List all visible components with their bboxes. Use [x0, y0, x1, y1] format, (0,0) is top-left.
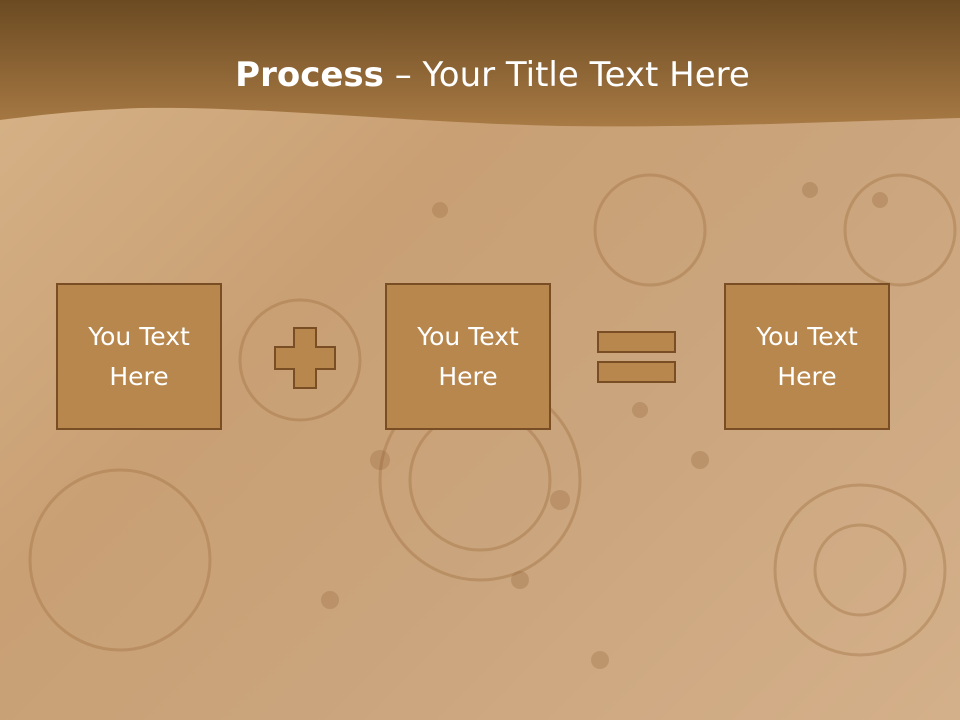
- box-1-line-2: Here: [109, 361, 169, 391]
- box-1-line-1: You Text: [88, 321, 190, 351]
- plus-icon: [274, 327, 336, 389]
- title-separator: –: [383, 55, 423, 95]
- title-text: Your Title Text Here: [422, 55, 750, 95]
- title-bold-part: Process: [235, 55, 384, 95]
- slide-title: Process – Your Title Text Here: [0, 52, 960, 98]
- box-3-line-2: Here: [777, 361, 837, 391]
- box-2-line-2: Here: [438, 361, 498, 391]
- box-3-line-1: You Text: [756, 321, 858, 351]
- process-box-2[interactable]: You Text Here: [385, 283, 551, 430]
- box-2-line-1: You Text: [417, 321, 519, 351]
- equals-icon: [597, 331, 676, 383]
- process-box-1[interactable]: You Text Here: [56, 283, 222, 430]
- process-box-3[interactable]: You Text Here: [724, 283, 890, 430]
- header-band: [0, 0, 960, 127]
